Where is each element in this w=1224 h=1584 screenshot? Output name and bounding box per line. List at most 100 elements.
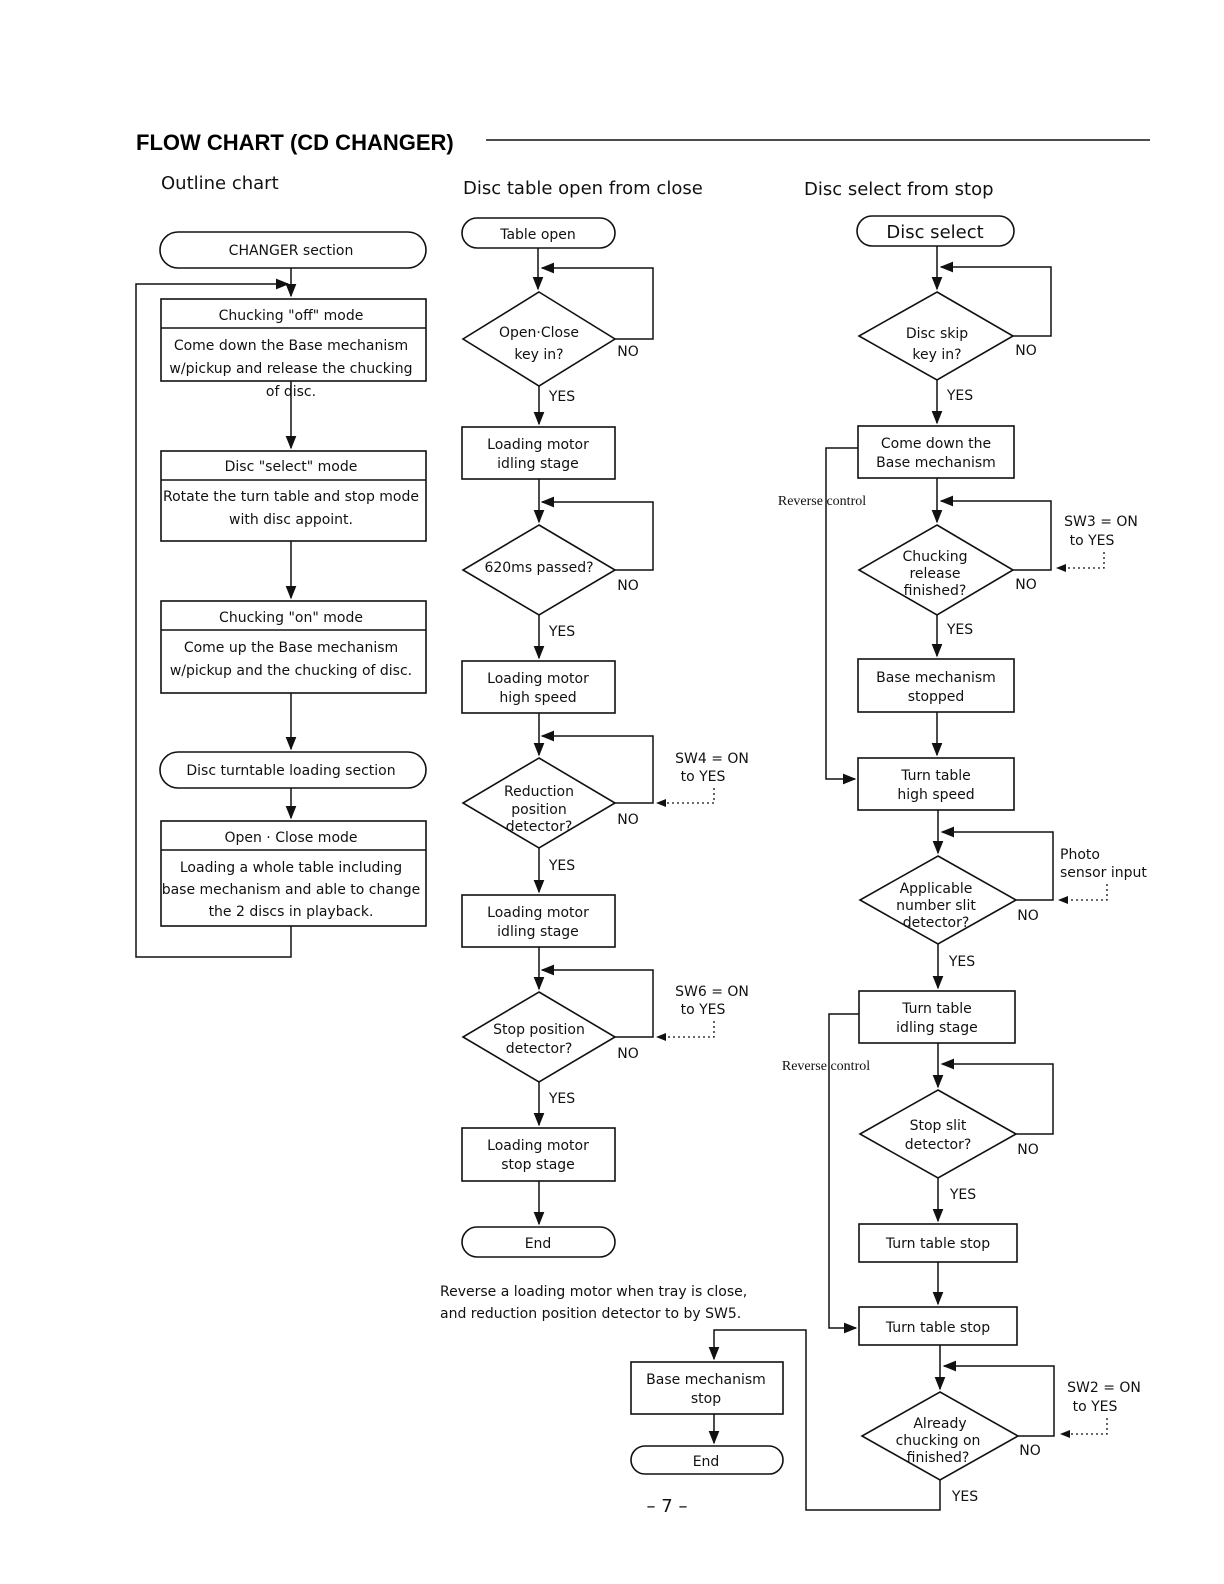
svg-text:Rotate the turn table and stop: Rotate the turn table and stop mode [163, 489, 419, 505]
svg-text:Turn table stop: Turn table stop [885, 1236, 990, 1252]
svg-text:Turn table: Turn table [901, 1001, 972, 1017]
open-close-box [160, 820, 427, 927]
svg-text:NO: NO [617, 578, 639, 594]
outline-return-loop [135, 278, 292, 958]
outline-chart: CHANGER section Chucking "off" mode Come… [135, 231, 427, 958]
svg-text:Base mechanism: Base mechanism [876, 670, 996, 686]
come-down-base-box [857, 425, 1015, 479]
svg-text:SW2 = ON: SW2 = ON [1067, 1380, 1141, 1396]
svg-text:YES: YES [548, 1091, 575, 1107]
svg-text:Reduction: Reduction [504, 784, 574, 800]
disc-select-terminal [856, 215, 1015, 247]
turn-table-high-speed-box [857, 757, 1015, 811]
chucking-off-box [160, 298, 427, 382]
svg-text:idling stage: idling stage [896, 1020, 978, 1036]
svg-text:Disc select: Disc select [886, 222, 983, 243]
svg-text:Already: Already [913, 1416, 966, 1432]
loading-motor-idling-box [461, 426, 616, 480]
svg-text:Base mechanism: Base mechanism [876, 455, 996, 471]
svg-text:YES: YES [548, 624, 575, 640]
svg-text:and reduction position detecto: and reduction position detector to by SW… [440, 1306, 741, 1322]
svg-text:Loading a whole table includin: Loading a whole table including [180, 860, 402, 876]
svg-text:to YES: to YES [681, 769, 726, 785]
svg-text:Come down the: Come down the [881, 436, 991, 452]
chucking-off-title: Chucking "off" mode [219, 308, 364, 324]
svg-text:finished?: finished? [904, 583, 967, 599]
svg-text:release: release [909, 566, 960, 582]
loading-motor-idling-box-2 [461, 894, 616, 948]
svg-text:Base mechanism: Base mechanism [646, 1372, 766, 1388]
svg-text:Stop slit: Stop slit [910, 1118, 967, 1134]
svg-text:Loading motor: Loading motor [487, 671, 589, 687]
svg-text:sensor input: sensor input [1060, 865, 1147, 881]
svg-text:YES: YES [548, 858, 575, 874]
svg-text:position: position [511, 802, 566, 818]
svg-text:YES: YES [951, 1489, 978, 1505]
svg-text:SW6 = ON: SW6 = ON [675, 984, 749, 1000]
open-end-terminal [461, 1226, 616, 1258]
svg-text:number slit: number slit [896, 898, 976, 914]
svg-text:to YES: to YES [1070, 533, 1115, 549]
open-flow: Table open Open·Close key in? NO YES Loa… [440, 217, 749, 1322]
svg-text:to YES: to YES [681, 1002, 726, 1018]
svg-text:NO: NO [1015, 577, 1037, 593]
svg-text:Come up the Base mechanism: Come up the Base mechanism [184, 640, 398, 656]
svg-text:key in?: key in? [912, 347, 961, 363]
loading-motor-stop-box [461, 1127, 616, 1182]
base-mechanism-stop-box [630, 1361, 784, 1415]
svg-text:YES: YES [949, 1187, 976, 1203]
select-flow: Disc select Disc skip key in? NO YES Com… [630, 215, 1147, 1511]
svg-text:Photo: Photo [1060, 847, 1100, 863]
svg-text:detector?: detector? [506, 819, 573, 835]
svg-text:NO: NO [617, 344, 639, 360]
svg-text:SW4 = ON: SW4 = ON [675, 751, 749, 767]
svg-text:the 2 discs in playback.: the 2 discs in playback. [209, 904, 374, 920]
page-title: FLOW CHART (CD CHANGER) [136, 130, 454, 155]
reverse-control-path-2 [828, 1013, 859, 1334]
select-heading: Disc select from stop [804, 179, 994, 200]
svg-text:Stop position: Stop position [493, 1022, 585, 1038]
svg-text:NO: NO [1017, 1142, 1039, 1158]
svg-text:YES: YES [946, 388, 973, 404]
turn-table-stop-box-2 [858, 1306, 1018, 1346]
disc-select-title: Disc "select" mode [225, 459, 358, 475]
svg-text:NO: NO [617, 1046, 639, 1062]
svg-text:Loading motor: Loading motor [487, 437, 589, 453]
svg-text:Disc skip: Disc skip [906, 326, 968, 342]
stop-slit-decision [858, 1089, 1018, 1179]
svg-text:stopped: stopped [908, 689, 965, 705]
svg-text:NO: NO [1015, 343, 1037, 359]
svg-text:Turn table: Turn table [900, 768, 971, 784]
turn-table-stop-box-1 [858, 1223, 1018, 1263]
svg-text:YES: YES [548, 389, 575, 405]
svg-text:idling stage: idling stage [497, 456, 579, 472]
chucking-on-title: Chucking "on" mode [219, 610, 363, 626]
svg-text:NO: NO [617, 812, 639, 828]
svg-text:NO: NO [1017, 908, 1039, 924]
select-end-terminal [630, 1445, 784, 1475]
svg-text:chucking on: chucking on [896, 1433, 981, 1449]
svg-text:Chucking: Chucking [903, 549, 968, 565]
svg-text:w/pickup and release the chuck: w/pickup and release the chucking [169, 361, 412, 377]
svg-text:w/pickup and the chucking of d: w/pickup and the chucking of disc. [170, 663, 412, 679]
svg-text:high speed: high speed [499, 690, 576, 706]
open-heading: Disc table open from close [463, 178, 703, 199]
open-close-title: Open · Close mode [224, 830, 357, 846]
svg-text:key in?: key in? [514, 347, 563, 363]
svg-text:Reverse control: Reverse control [782, 1059, 870, 1074]
svg-text:NO: NO [1019, 1443, 1041, 1459]
svg-text:stop: stop [691, 1391, 721, 1407]
svg-text:SW3 = ON: SW3 = ON [1064, 514, 1138, 530]
svg-text:End: End [525, 1236, 552, 1252]
svg-text:Applicable: Applicable [900, 881, 973, 897]
reverse-control-path-1 [825, 447, 858, 785]
svg-text:End: End [693, 1454, 720, 1470]
svg-text:to YES: to YES [1073, 1399, 1118, 1415]
outline-heading: Outline chart [161, 173, 279, 194]
svg-text:stop stage: stop stage [501, 1157, 575, 1173]
disc-select-box [160, 450, 427, 542]
loading-section-terminal [159, 751, 427, 789]
svg-text:Loading motor: Loading motor [487, 905, 589, 921]
svg-text:finished?: finished? [907, 1450, 970, 1466]
